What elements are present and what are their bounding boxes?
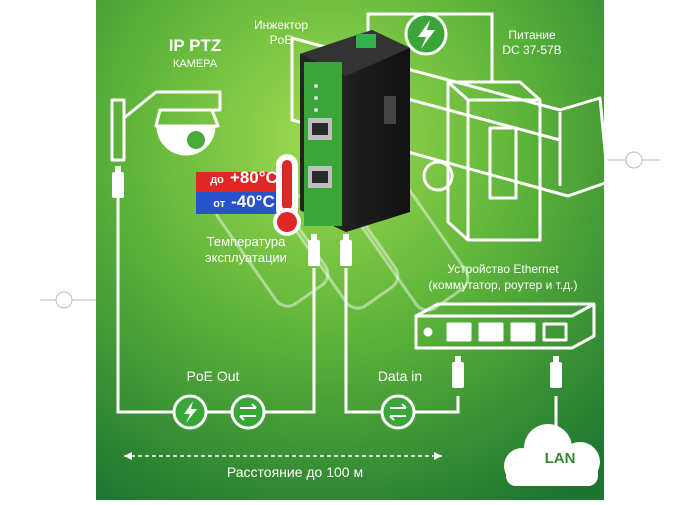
power-supply-icon bbox=[422, 80, 562, 242]
temp-min: от -40°C bbox=[194, 192, 294, 212]
arrow-left bbox=[124, 452, 132, 460]
camera-subtitle: КАМЕРА bbox=[172, 58, 218, 70]
power-label: Питание DC 37-57В bbox=[482, 28, 582, 58]
ethernet-device-label: Устройство Ethernet bbox=[447, 262, 559, 276]
temp-max-prefix: до bbox=[210, 174, 224, 186]
crosshair-left bbox=[40, 291, 96, 309]
power-label-line1: Питание bbox=[508, 28, 556, 42]
temp-max-value: +80°C bbox=[229, 168, 278, 187]
lightning-icon bbox=[404, 12, 448, 56]
cloud-icon bbox=[504, 424, 600, 486]
temperature-label: Температура эксплуатации bbox=[186, 234, 306, 266]
temp-min-prefix: от bbox=[213, 198, 226, 210]
distance-label: Расстояние до 100 м bbox=[226, 464, 364, 480]
poe-injector-device bbox=[300, 30, 410, 232]
temperature-label-line2: эксплуатации bbox=[205, 250, 287, 265]
power-label-line2: DC 37-57В bbox=[502, 43, 562, 57]
temperature-label-line1: Температура bbox=[206, 234, 286, 249]
poe-out-label: PoE Out bbox=[186, 368, 240, 384]
arrows-exchange-icon bbox=[230, 394, 266, 430]
lightning-icon bbox=[172, 394, 208, 430]
ethernet-device-sublabel: (коммутатор, роутер и т.д.) bbox=[428, 278, 578, 292]
temp-min-value: -40°C bbox=[231, 192, 275, 211]
crosshair-right bbox=[604, 151, 660, 169]
arrows-exchange-icon bbox=[380, 394, 416, 430]
arrow-right bbox=[434, 452, 442, 460]
camera-title: IP PTZ bbox=[168, 36, 222, 55]
lan-label: LAN bbox=[544, 450, 576, 467]
cable-poe-out bbox=[116, 196, 316, 414]
ip-camera-icon bbox=[110, 90, 222, 162]
injector-label-line2: PoE bbox=[269, 33, 293, 47]
injector-label-line1: Инжектор bbox=[253, 18, 309, 32]
temp-max: до +80°C bbox=[194, 168, 294, 188]
rj45-connector-icon bbox=[112, 166, 562, 388]
data-in-label: Data in bbox=[377, 368, 423, 384]
network-switch-icon bbox=[414, 302, 596, 350]
injector-label: Инжектор PoE bbox=[236, 18, 326, 48]
thermometer-icon bbox=[196, 154, 301, 236]
